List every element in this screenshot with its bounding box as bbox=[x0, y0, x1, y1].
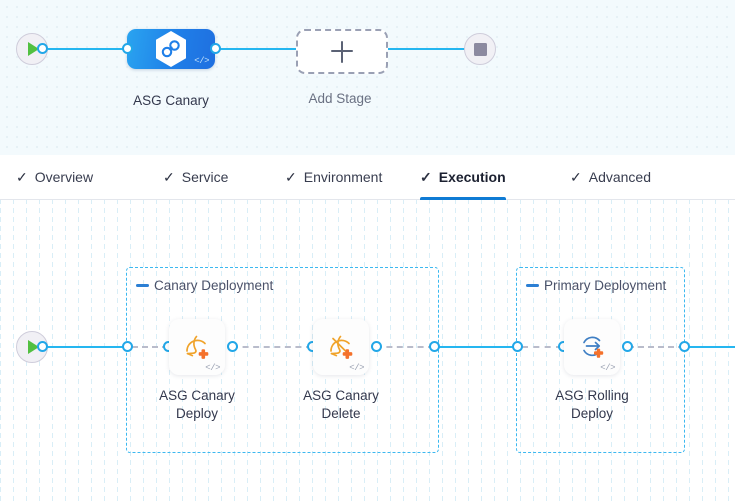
check-icon: ✓ bbox=[16, 169, 28, 185]
code-badge-icon: </> bbox=[205, 363, 220, 373]
tab-environment[interactable]: ✓ Environment bbox=[285, 155, 382, 199]
edge-g2-in-to-step3 bbox=[522, 346, 562, 348]
add-stage-label: Add Stage bbox=[308, 91, 372, 106]
active-tab-underline bbox=[420, 197, 506, 200]
edge-group1-to-group2 bbox=[434, 346, 522, 348]
collapse-dash-icon[interactable] bbox=[526, 284, 539, 287]
step-asg-canary-delete-label: ASG Canary Delete bbox=[281, 387, 401, 423]
step-label-line2: Deploy bbox=[570, 406, 614, 421]
check-icon: ✓ bbox=[420, 169, 432, 185]
asg-canary-delete-icon bbox=[324, 329, 358, 366]
check-icon: ✓ bbox=[163, 169, 175, 185]
group-title-label: Primary Deployment bbox=[544, 278, 667, 293]
tab-execution[interactable]: ✓ Execution bbox=[420, 155, 506, 200]
edge-add-to-end bbox=[378, 48, 472, 50]
execution-canvas[interactable]: Canary Deployment Primary Deployment bbox=[0, 199, 735, 501]
play-icon bbox=[28, 340, 39, 354]
check-icon: ✓ bbox=[285, 169, 297, 185]
tab-label: Execution bbox=[438, 169, 506, 185]
group-primary-deployment[interactable] bbox=[516, 267, 685, 453]
check-icon: ✓ bbox=[570, 169, 582, 185]
group-canary-deployment-title: Canary Deployment bbox=[136, 278, 273, 293]
stage-canvas[interactable]: </> ASG Canary Add Stage bbox=[0, 0, 735, 155]
play-icon bbox=[28, 42, 39, 56]
tab-label: Advanced bbox=[588, 169, 652, 185]
stage-tab-bar: ✓ Overview ✓ Service ✓ Environment ✓ Exe… bbox=[0, 155, 735, 200]
step-label-line1: ASG Rolling bbox=[555, 388, 629, 403]
stage-input-pin[interactable] bbox=[122, 43, 133, 54]
group-primary-deployment-title: Primary Deployment bbox=[526, 278, 666, 293]
edge-step2-to-g1-out bbox=[376, 346, 434, 348]
step-asg-canary-delete[interactable]: </> bbox=[313, 319, 369, 375]
step-asg-canary-deploy[interactable]: </> bbox=[169, 319, 225, 375]
asg-rolling-deploy-icon bbox=[575, 329, 609, 366]
group1-output-pin[interactable] bbox=[429, 341, 440, 352]
asg-canary-deploy-icon bbox=[180, 329, 214, 366]
stage-output-pin[interactable] bbox=[210, 43, 221, 54]
tab-label: Service bbox=[181, 169, 229, 185]
tab-overview[interactable]: ✓ Overview bbox=[16, 155, 93, 199]
stage-asg-canary[interactable]: </> bbox=[127, 29, 215, 69]
step3-output-pin[interactable] bbox=[622, 341, 633, 352]
tab-service[interactable]: ✓ Service bbox=[163, 155, 228, 199]
tab-advanced[interactable]: ✓ Advanced bbox=[570, 155, 651, 199]
step-asg-canary-deploy-label: ASG Canary Deploy bbox=[137, 387, 257, 423]
step-label-line2: Delete bbox=[321, 406, 361, 421]
step-label-line2: Deploy bbox=[175, 406, 219, 421]
step-asg-rolling-deploy-label: ASG Rolling Deploy bbox=[532, 387, 652, 423]
code-badge-icon: </> bbox=[194, 56, 209, 66]
group-title-label: Canary Deployment bbox=[154, 278, 274, 293]
stop-icon bbox=[473, 42, 487, 56]
collapse-dash-icon[interactable] bbox=[136, 284, 149, 287]
execution-start-pin[interactable] bbox=[37, 341, 48, 352]
stage-label: ASG Canary bbox=[133, 93, 209, 108]
step1-output-pin[interactable] bbox=[227, 341, 238, 352]
group2-output-pin[interactable] bbox=[679, 341, 690, 352]
code-badge-icon: </> bbox=[349, 363, 364, 373]
tab-label: Overview bbox=[34, 169, 94, 185]
edge-group2-to-right bbox=[685, 346, 735, 348]
step2-output-pin[interactable] bbox=[371, 341, 382, 352]
edge-exec-start-to-group1 bbox=[40, 346, 132, 348]
plus-icon bbox=[331, 40, 353, 63]
edge-start-to-stage bbox=[40, 48, 130, 50]
edge-g1-in-to-step1 bbox=[132, 346, 168, 348]
edge-stage-to-add bbox=[212, 48, 304, 50]
start-output-pin[interactable] bbox=[37, 43, 48, 54]
tab-label: Environment bbox=[303, 169, 383, 185]
group1-input-pin[interactable] bbox=[122, 341, 133, 352]
pipeline-end-node[interactable] bbox=[464, 33, 496, 65]
step-label-line1: ASG Canary bbox=[159, 388, 235, 403]
edge-step3-to-g2-out bbox=[628, 346, 684, 348]
edge-step1-to-step2 bbox=[232, 346, 312, 348]
step-label-line1: ASG Canary bbox=[303, 388, 379, 403]
add-stage-button[interactable] bbox=[296, 29, 388, 74]
group2-input-pin[interactable] bbox=[512, 341, 523, 352]
code-badge-icon: </> bbox=[600, 363, 615, 373]
asg-hexagon-icon bbox=[153, 29, 189, 69]
group-canary-deployment[interactable] bbox=[126, 267, 439, 453]
step-asg-rolling-deploy[interactable]: </> bbox=[564, 319, 620, 375]
